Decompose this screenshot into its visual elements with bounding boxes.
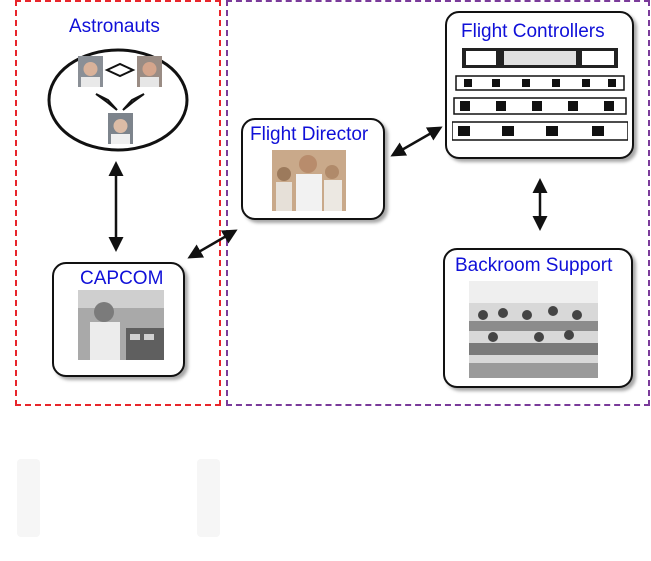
- capcom-photo: [78, 290, 164, 360]
- astronaut-side-group: [15, 0, 221, 406]
- flight-director-label: Flight Director: [250, 124, 369, 145]
- flight-controllers-label: Flight Controllers: [461, 21, 605, 42]
- astronauts-label: Astronauts: [69, 16, 160, 37]
- flight-director-controllers-arrow: [390, 126, 443, 157]
- astronaut-photo-1: [78, 56, 103, 87]
- astronaut-crew-connectors: [95, 62, 145, 111]
- faint-artifact-right: [197, 459, 220, 537]
- backroom-support-label: Backroom Support: [455, 255, 613, 276]
- flight-director-photo: [272, 150, 346, 211]
- faint-artifact-left: [17, 459, 40, 537]
- ground-side-group: [226, 0, 650, 406]
- backroom-support-photo: [469, 281, 598, 378]
- capcom-flight-director-arrow: [187, 229, 238, 259]
- flight-controllers-sketch: [452, 46, 628, 146]
- astronaut-photo-2: [137, 56, 162, 87]
- capcom-label: CAPCOM: [80, 268, 164, 289]
- astronaut-photo-3: [108, 113, 133, 144]
